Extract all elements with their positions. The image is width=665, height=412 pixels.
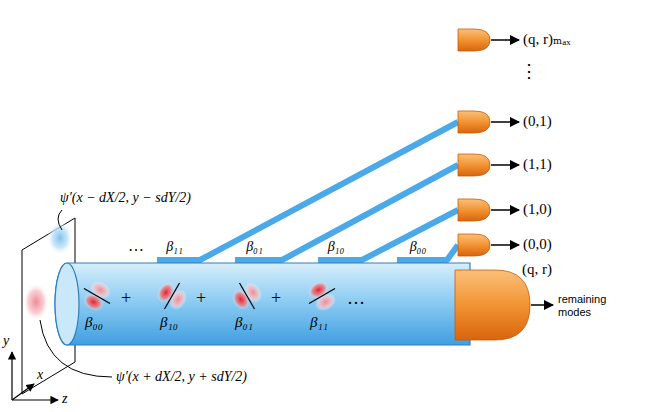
axis-label: x [37, 368, 43, 382]
nodal-line [84, 289, 110, 304]
node-shape [458, 234, 490, 256]
fiber-body [55, 263, 470, 345]
waveguide-branch [157, 122, 458, 260]
mode-index-label: (q, r)ₘₐₓ [523, 32, 571, 47]
node-shape [458, 111, 490, 133]
coupling-label: β₀₀ [410, 240, 427, 254]
nodal-line [165, 283, 180, 309]
detector-body [458, 29, 490, 51]
detector-body [458, 111, 490, 133]
node-shape [55, 263, 470, 345]
axis-label: z [62, 392, 67, 406]
leader-line [58, 210, 62, 230]
connectors [157, 122, 458, 260]
mode-index-label: (0,0) [523, 237, 552, 252]
detector-body [455, 270, 530, 340]
axis-arrow [12, 399, 58, 400]
nodal-line [240, 283, 255, 309]
output-arrow [491, 39, 519, 41]
node-shape [458, 154, 490, 176]
detector: (q, r)ₘₐₓ [458, 29, 490, 51]
mode-pattern [77, 276, 118, 317]
detector-body [458, 154, 490, 176]
mode-coefficient: β₀₁ [235, 315, 253, 330]
detector: remaining modes [455, 268, 530, 342]
detector-body [458, 234, 490, 256]
detector: (0,1) [458, 111, 490, 133]
output-arrow [491, 244, 519, 246]
field-label: ψ′(x + dX/2, y + sdY/2) [116, 370, 247, 384]
ellipsis: … [347, 289, 365, 307]
ellipsis: … [128, 238, 144, 254]
detector: (1,1) [458, 154, 490, 176]
optical-fiber: β₀₀ + β₁₀ + β₀₁ + β₁₁ … [55, 263, 470, 345]
plus-sign: + [121, 289, 131, 307]
field-label: ψ′(x − dX/2, y − sdY/2) [60, 191, 191, 205]
plus-sign: + [196, 289, 206, 307]
plus-sign: + [271, 289, 281, 307]
waveguide-branch [318, 210, 458, 260]
output-arrow [491, 164, 519, 166]
ellipsis: ⋮ [520, 62, 538, 80]
fiber-end [55, 263, 79, 345]
mode-pattern [302, 276, 343, 317]
mode-index-label: (1,0) [523, 202, 552, 217]
node-shape [458, 29, 490, 51]
axis-arrow [12, 384, 34, 400]
mode-pattern [152, 276, 193, 317]
beam-spot [23, 283, 49, 321]
detector: (1,0) [458, 199, 490, 221]
nodal-line [309, 289, 335, 304]
output-arrow [491, 121, 519, 123]
mode-index-label: (q, r) [522, 262, 552, 277]
mode-index-label: (0,1) [523, 114, 552, 129]
mode-coefficient: β₁₀ [160, 315, 178, 330]
coupling-label: β₀₁ [246, 240, 263, 254]
node-shape [455, 268, 530, 342]
waveguide-branch [397, 245, 458, 260]
detector: (0,0) [458, 234, 490, 256]
node-shape [458, 199, 490, 221]
detector-body [458, 199, 490, 221]
output-arrow [491, 209, 519, 211]
output-label: remaining modes [558, 293, 620, 319]
mode-coefficient: β₁₁ [310, 315, 328, 330]
output-arrow [531, 304, 553, 306]
axis-label: y [3, 334, 9, 348]
mode-coefficient: β₀₀ [85, 315, 103, 330]
mode-index-label: (1,1) [523, 157, 552, 172]
coupling-label: β₁₁ [166, 240, 183, 254]
mode-pattern [227, 276, 268, 317]
coupling-label: β₁₀ [328, 240, 345, 254]
axis-arrow [11, 352, 12, 400]
